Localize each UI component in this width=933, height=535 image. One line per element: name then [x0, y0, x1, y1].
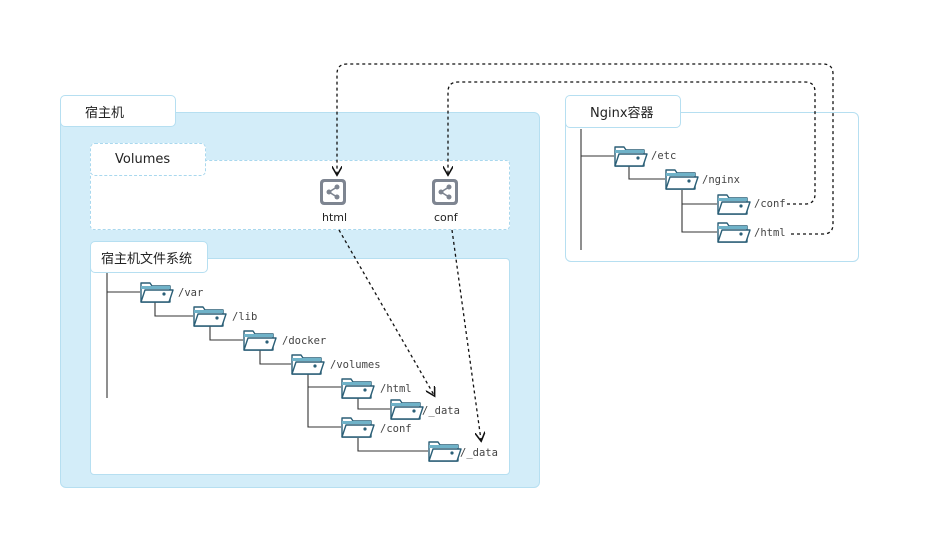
volumes-title: Volumes: [90, 143, 206, 176]
path-conf: /conf: [380, 423, 412, 435]
volume-label-html: html: [322, 211, 348, 224]
folder-icon-html: [341, 378, 375, 399]
volume-label-conf: conf: [434, 211, 458, 224]
share-icon-html: [319, 178, 347, 206]
folder-icon-nginx: [665, 169, 699, 190]
path-etc: /etc: [651, 150, 677, 162]
path-volumes: /volumes: [330, 359, 381, 371]
path-nginx-conf: /conf: [754, 198, 786, 210]
path-nginx-html: /html: [754, 227, 786, 239]
host-title: 宿主机: [60, 95, 176, 127]
nginx-title: Nginx容器: [565, 95, 681, 128]
folder-icon-docker: [243, 330, 277, 351]
path-docker: /docker: [282, 335, 327, 347]
path-html: /html: [380, 383, 412, 395]
path-var: /var: [178, 287, 204, 299]
folder-icon-etc: [614, 146, 648, 167]
folder-icon-conf-data: [428, 441, 462, 462]
path-lib: /lib: [232, 311, 258, 323]
folder-icon-conf: [341, 417, 375, 438]
folder-icon-lib: [193, 306, 227, 327]
folder-icon-volumes: [291, 354, 325, 375]
arrow-html-mount: [337, 63, 834, 235]
path-conf-data: /_data: [460, 447, 498, 459]
path-nginx: /nginx: [702, 174, 740, 186]
folder-icon-html-data: [390, 399, 424, 420]
host-fs-title: 宿主机文件系统: [90, 241, 208, 273]
arrow-conf-to-data: [451, 229, 481, 440]
nginx-tree-lines: [580, 129, 717, 250]
host-tree-lines: [106, 273, 428, 452]
folder-icon-nginx-html: [717, 222, 751, 243]
arrow-html-to-data: [338, 229, 434, 395]
folder-icon-var: [140, 282, 174, 303]
folder-icon-nginx-conf: [717, 194, 751, 215]
arrow-conf-mount: [448, 81, 816, 205]
path-html-data: /_data: [422, 405, 460, 417]
nginx-panel: [565, 112, 859, 262]
share-icon-conf: [431, 178, 459, 206]
